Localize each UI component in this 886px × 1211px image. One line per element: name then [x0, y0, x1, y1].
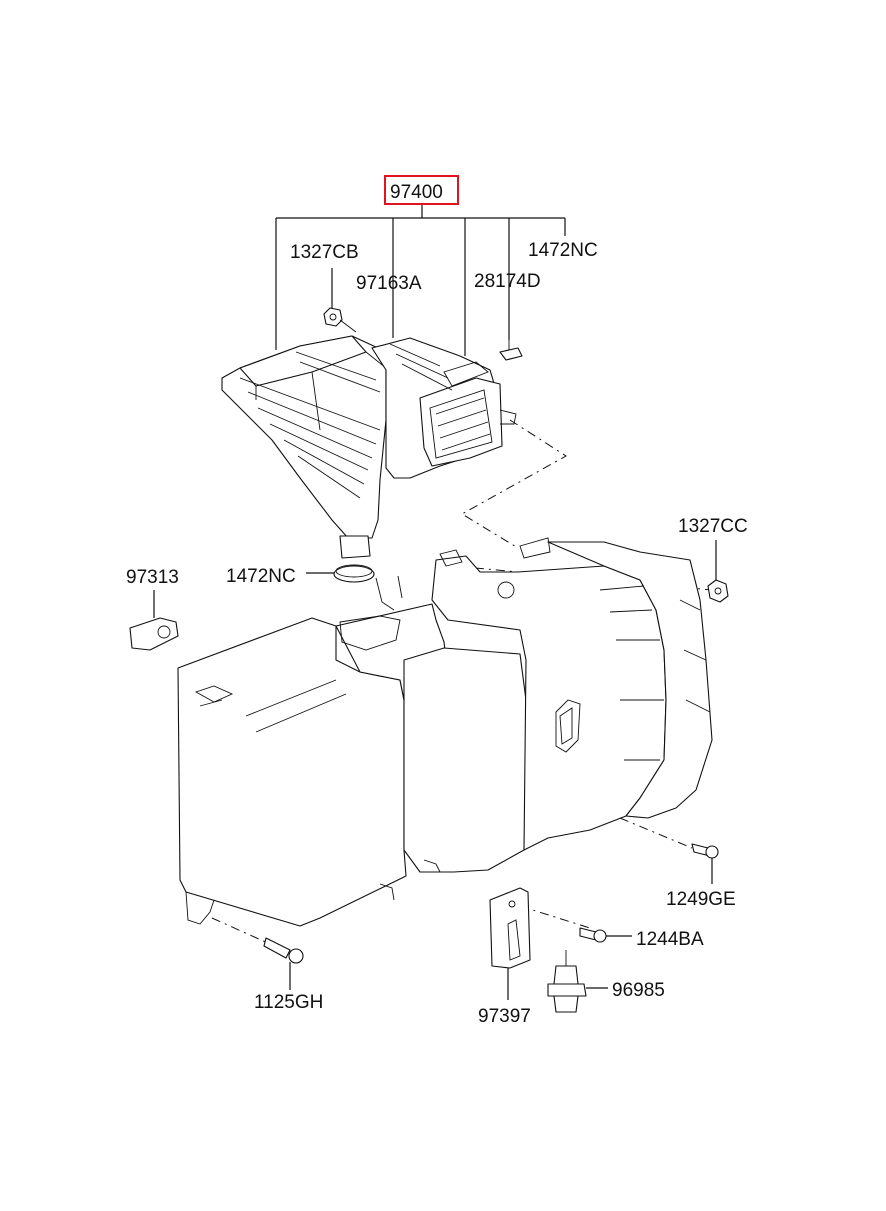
blower-housing-drawing	[221, 335, 517, 559]
label-packing: 97313	[126, 567, 179, 588]
label-bolt-bottom: 1125GH	[254, 992, 323, 1013]
bolt-right-drawing	[691, 843, 719, 884]
label-bolt-right: 1249GE	[666, 889, 736, 910]
bolt-bottom-drawing	[263, 937, 304, 990]
label-nut-top: 1327CB	[290, 242, 359, 263]
label-bracket: 97397	[478, 1006, 531, 1027]
bracket-drawing	[489, 887, 531, 1000]
nut-right-drawing	[707, 540, 729, 603]
heater-case-drawing	[177, 537, 713, 927]
label-clamp-left: 1472NC	[226, 566, 296, 587]
label-filter: 97163A	[356, 273, 422, 294]
nut-top-drawing	[323, 307, 357, 333]
clamp-drawing	[306, 564, 375, 583]
label-clamp-top-right: 1472NC	[528, 240, 598, 261]
label-screw: 1244BA	[636, 929, 704, 950]
label-clip: 28174D	[474, 271, 541, 292]
label-nut-right: 1327CC	[678, 516, 748, 537]
sensor-drawing	[547, 950, 608, 1013]
packing-drawing	[129, 590, 179, 651]
label-sensor: 96985	[612, 980, 665, 1001]
screw-drawing	[579, 927, 632, 943]
clip-drawing	[499, 340, 523, 361]
main-assembly-highlight	[384, 175, 459, 205]
assembly-leader-lines	[275, 204, 566, 356]
label-main-assembly: 97400	[390, 182, 443, 203]
